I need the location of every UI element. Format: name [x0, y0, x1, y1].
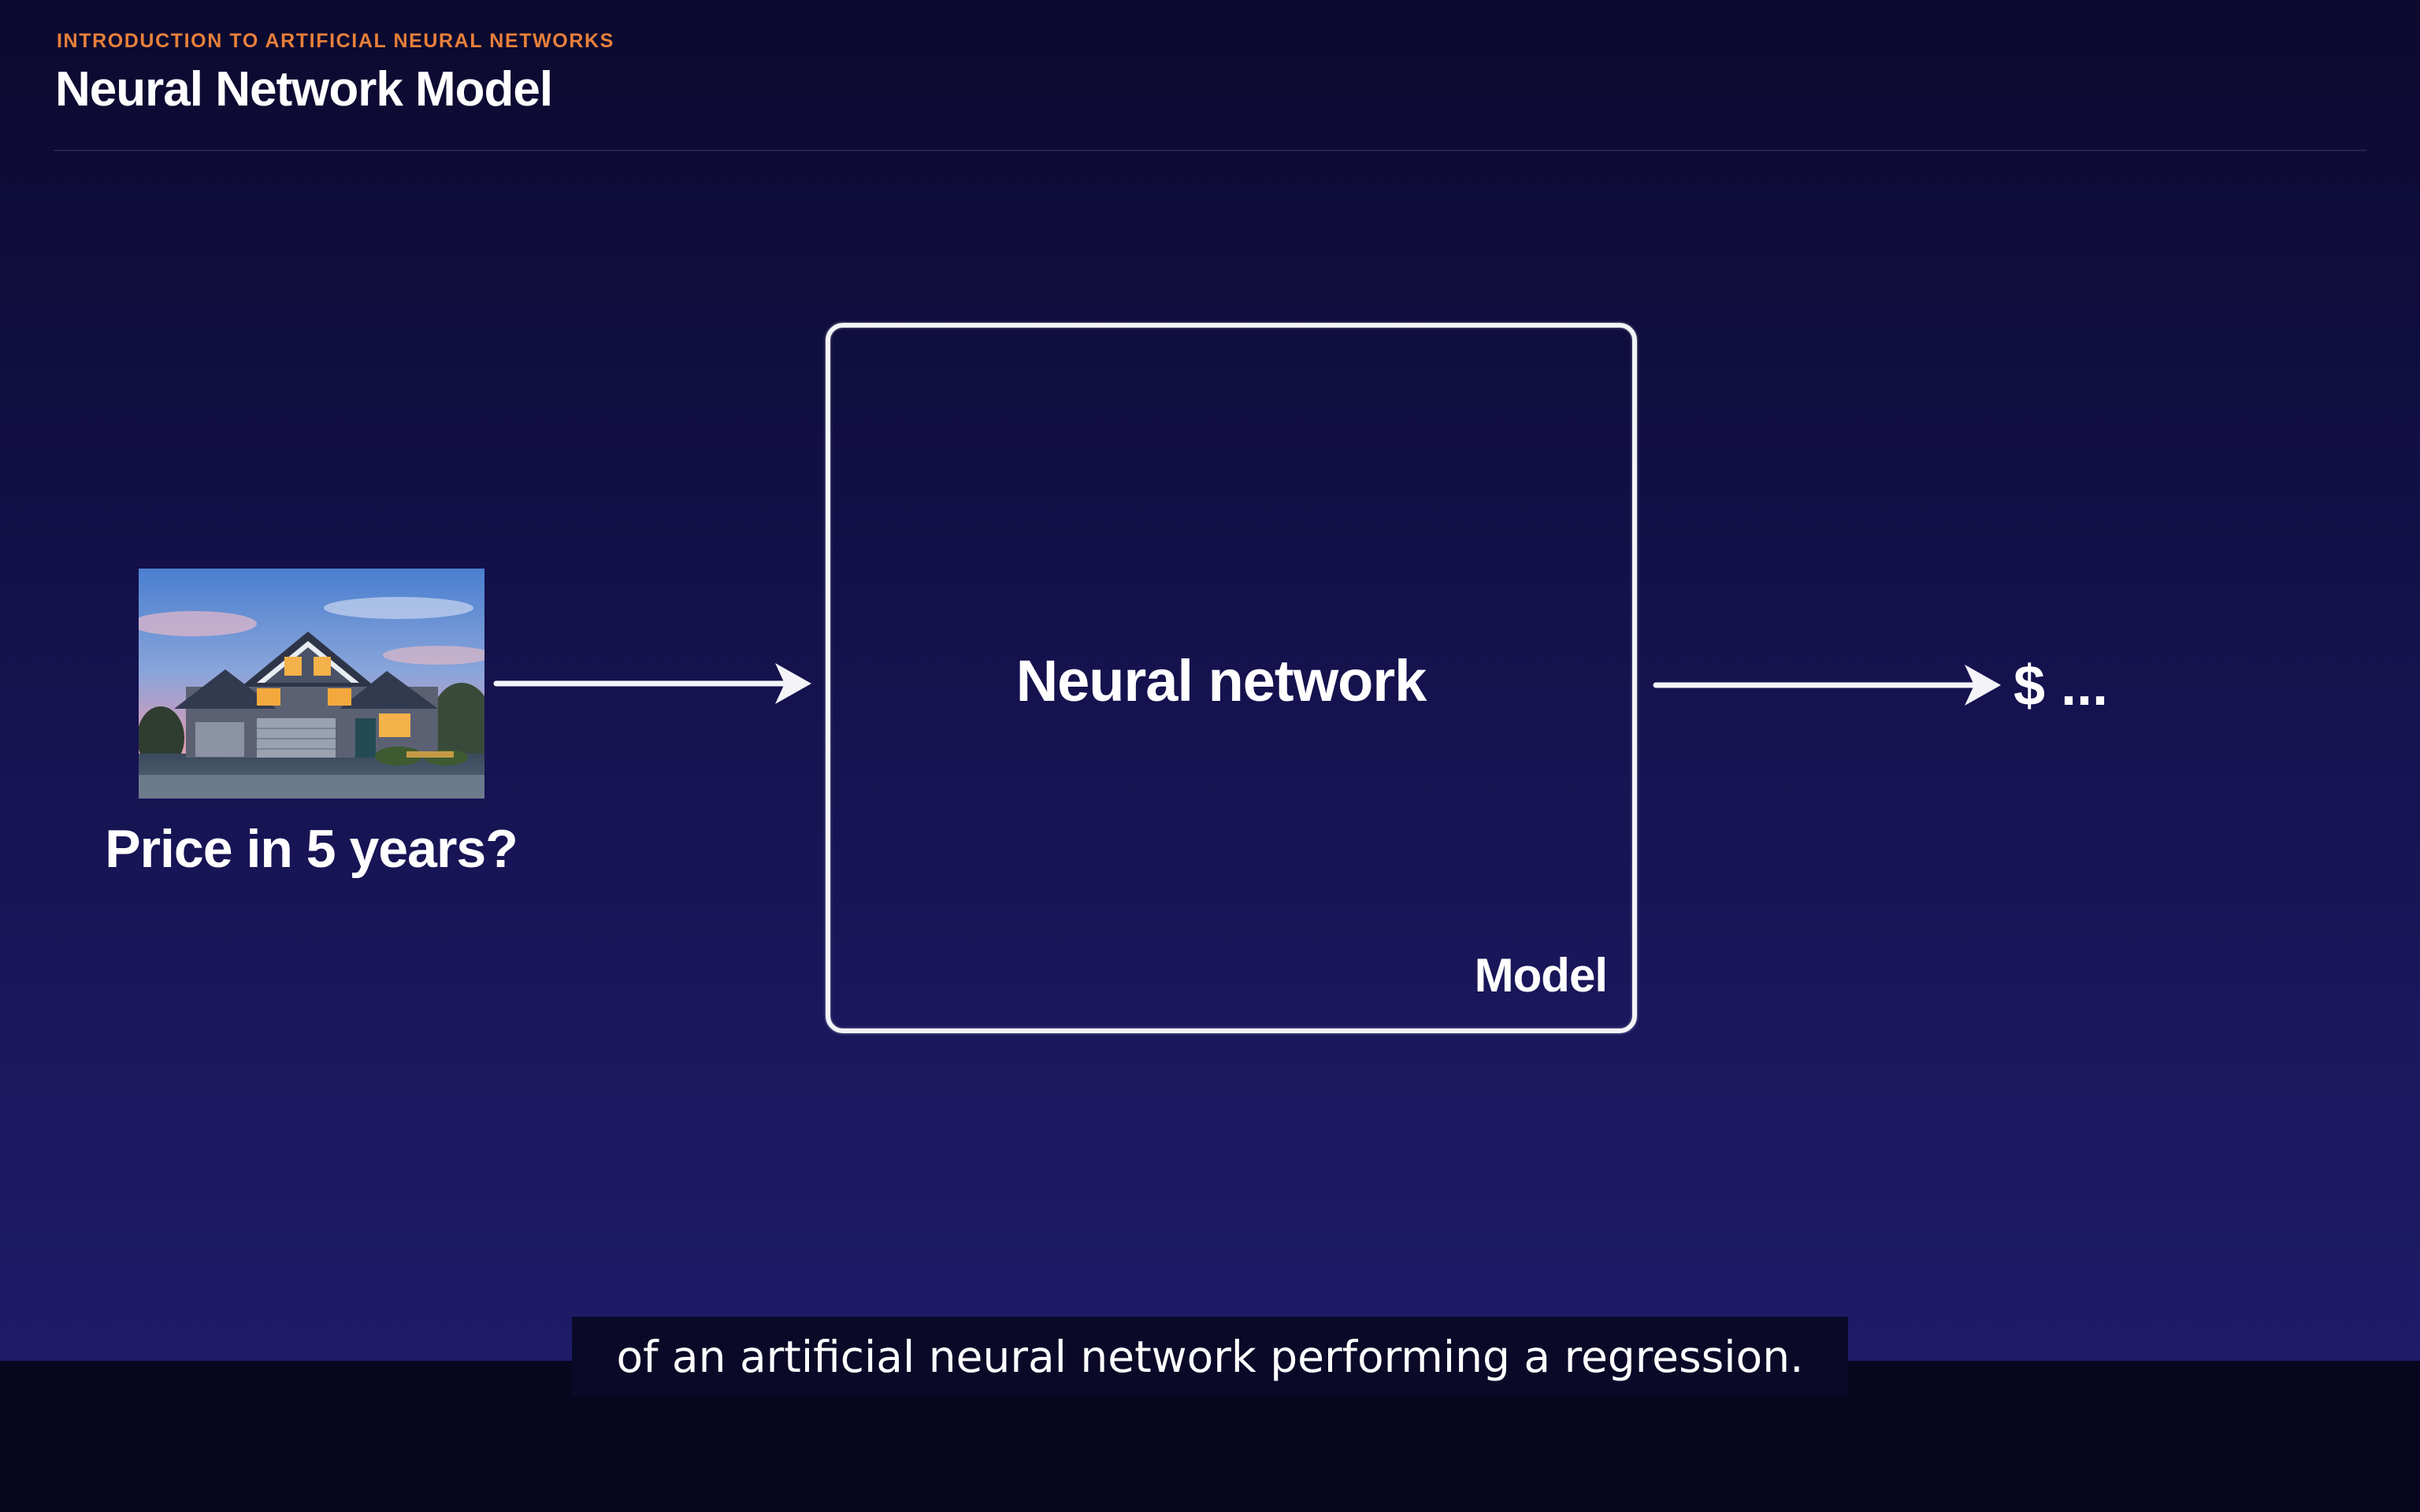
- model-box: [826, 323, 1637, 1033]
- section-eyebrow: INTRODUCTION TO ARTIFICIAL NEURAL NETWOR…: [57, 30, 614, 52]
- input-caption: Price in 5 years?: [105, 819, 518, 879]
- header-divider: [54, 150, 2366, 151]
- subtitle-box: of an artificial neural network performi…: [572, 1317, 1848, 1397]
- subtitle-text: of an artificial neural network performi…: [616, 1332, 1804, 1382]
- output-label: $ ...: [2014, 654, 2109, 717]
- page-title: Neural Network Model: [55, 62, 553, 117]
- neural-network-label: Neural network: [1015, 648, 1427, 713]
- house-photo: [139, 569, 484, 799]
- model-label: Model: [1474, 949, 1608, 1002]
